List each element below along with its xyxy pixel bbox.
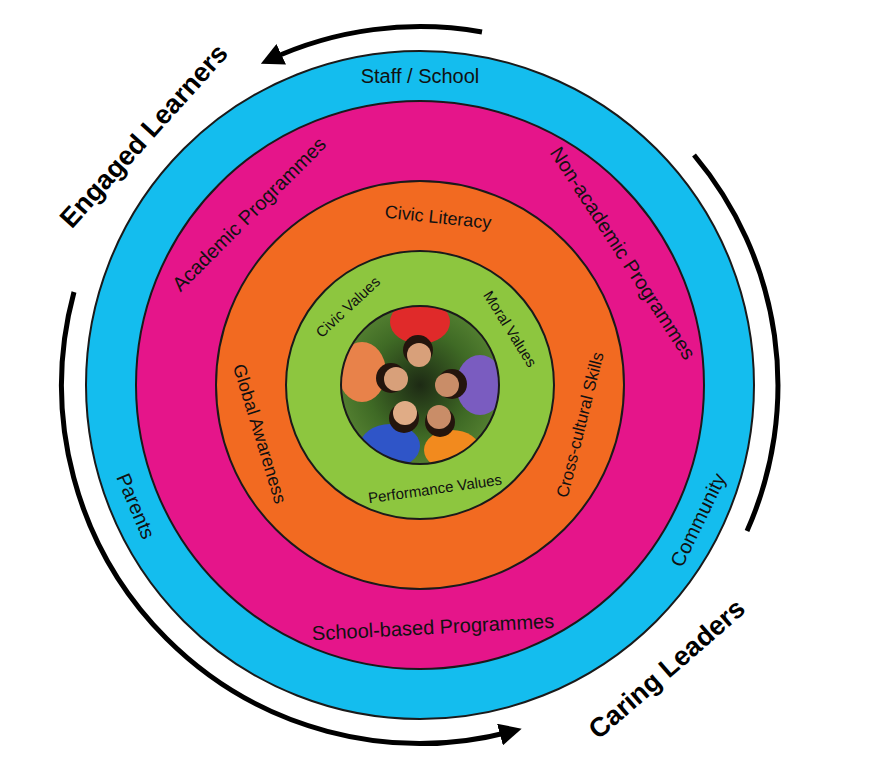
- face: [427, 405, 451, 429]
- photo-content: [338, 300, 504, 470]
- ring-shape: [216, 181, 624, 589]
- face: [384, 367, 408, 391]
- ring-shape: [86, 51, 754, 719]
- face: [435, 373, 459, 397]
- photo-border: [341, 306, 499, 464]
- ring-text: Staff / School: [361, 64, 480, 88]
- ring-shape: [286, 251, 554, 519]
- face: [393, 401, 417, 425]
- ring-shape: [136, 101, 704, 669]
- face: [407, 343, 431, 367]
